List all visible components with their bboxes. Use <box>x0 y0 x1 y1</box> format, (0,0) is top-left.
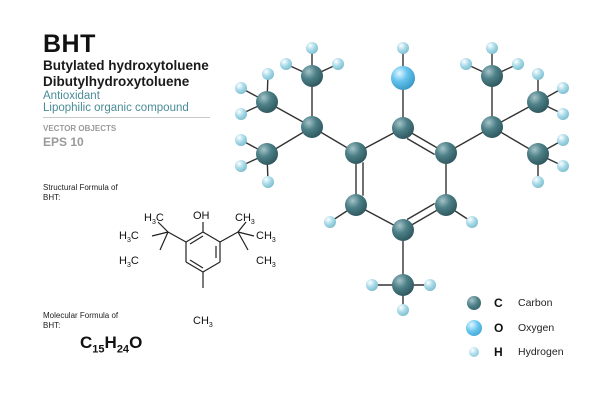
label-h3c-low: H3C <box>119 255 139 270</box>
carbon-legend-symbol: C <box>494 296 503 310</box>
hydrogen-atom-h5 <box>324 216 336 228</box>
molecular-caption-line-2: BHT: <box>43 321 61 330</box>
hydrogen-legend-label: Hydrogen <box>518 346 564 358</box>
hydrogen-atom-rh9 <box>532 176 544 188</box>
vector-objects-tag: VECTOR OBJECTS <box>43 124 117 133</box>
carbon-legend-label: Carbon <box>518 297 553 309</box>
hydrogen-atom-rh3 <box>512 58 524 70</box>
hydrogen-atom-lh9 <box>262 176 274 188</box>
molecular-formula: C15H24O <box>80 333 143 356</box>
compound-name-1: Butylated hydroxytoluene <box>43 58 209 73</box>
carbon-atom-rm2 <box>527 91 549 113</box>
oxygen-legend-dot <box>466 320 482 336</box>
divider <box>43 117 210 118</box>
carbon-atom-c5 <box>345 194 367 216</box>
hydrogen-atom-rh6 <box>557 108 569 120</box>
carbon-atom-lm2 <box>256 91 278 113</box>
carbon-atom-c3 <box>435 194 457 216</box>
carbon-atom-bm <box>392 274 414 296</box>
hydrogen-atom-rh7 <box>557 134 569 146</box>
structural-formula-caption: Structural Formula of BHT: <box>43 183 118 203</box>
compound-description-1: Antioxidant <box>43 90 100 102</box>
carbon-atom-rm3 <box>527 143 549 165</box>
oxygen-legend-label: Oxygen <box>518 322 555 334</box>
hydrogen-atom-rh1 <box>486 42 498 54</box>
carbon-atom-rm1 <box>481 65 503 87</box>
molecular-formula-caption: Molecular Formula of BHT: <box>43 311 118 331</box>
carbon-atom-c2 <box>435 142 457 164</box>
hydrogen-atom-bh2 <box>424 279 436 291</box>
hydrogen-atom-rh8 <box>557 160 569 172</box>
hydrogen-atom-lh1 <box>306 42 318 54</box>
hydrogen-atom-rh4 <box>557 82 569 94</box>
hydrogen-atom-rh2 <box>460 58 472 70</box>
oxygen-legend-symbol: O <box>494 321 504 335</box>
carbon-atom-rq <box>481 116 503 138</box>
label-ch3-bottom: CH3 <box>193 315 213 330</box>
carbon-atom-lq <box>301 116 323 138</box>
hydrogen-atom-lh4 <box>235 82 247 94</box>
hydrogen-atom-lh6 <box>235 108 247 120</box>
label-h3c-top: H3C <box>144 212 164 227</box>
hydrogen-atom-lh2 <box>280 58 292 70</box>
label-ch3-mid: CH3 <box>256 230 276 245</box>
compound-description-2: Lipophilic organic compound <box>43 102 189 114</box>
oxygen-atom-o <box>391 66 415 90</box>
compound-title: BHT <box>43 30 96 58</box>
carbon-atom-lm1 <box>301 65 323 87</box>
double-bond-c1-c2 <box>406 137 435 156</box>
compound-name-2: Dibutylhydroxytoluene <box>43 74 190 89</box>
hydrogen-atom-lh3 <box>332 58 344 70</box>
structural-formula: H3C OH CH3 H3C CH3 H3C CH3 CH3 <box>100 200 300 340</box>
label-h3c-mid: H3C <box>119 230 139 245</box>
structural-caption-line-2: BHT: <box>43 193 61 202</box>
label-oh: OH <box>193 210 210 222</box>
hydrogen-atom-h3 <box>466 216 478 228</box>
carbon-atom-c4 <box>392 219 414 241</box>
carbon-atom-c1 <box>392 117 414 139</box>
double-bond-c3-c4 <box>406 202 435 221</box>
carbon-atom-lm3 <box>256 143 278 165</box>
label-ch3-low: CH3 <box>256 255 276 270</box>
carbon-atom-c6 <box>345 142 367 164</box>
label-ch3-top: CH3 <box>235 212 255 227</box>
structural-caption-line-1: Structural Formula of <box>43 183 118 192</box>
hydrogen-atom-lh7 <box>235 134 247 146</box>
eps-tag: EPS 10 <box>43 135 84 149</box>
hydrogen-atom-lh8 <box>235 160 247 172</box>
hydrogen-atom-bh1 <box>366 279 378 291</box>
hydrogen-atom-rh5 <box>532 68 544 80</box>
hydrogen-legend-dot <box>469 347 479 357</box>
hydrogen-atom-ho <box>397 42 409 54</box>
molecular-caption-line-1: Molecular Formula of <box>43 311 119 320</box>
hydrogen-atom-bh3 <box>397 304 409 316</box>
hydrogen-legend-symbol: H <box>494 345 503 359</box>
carbon-legend-dot <box>467 296 481 310</box>
skeletal-diagram <box>151 221 255 288</box>
hydrogen-atom-lh5 <box>262 68 274 80</box>
